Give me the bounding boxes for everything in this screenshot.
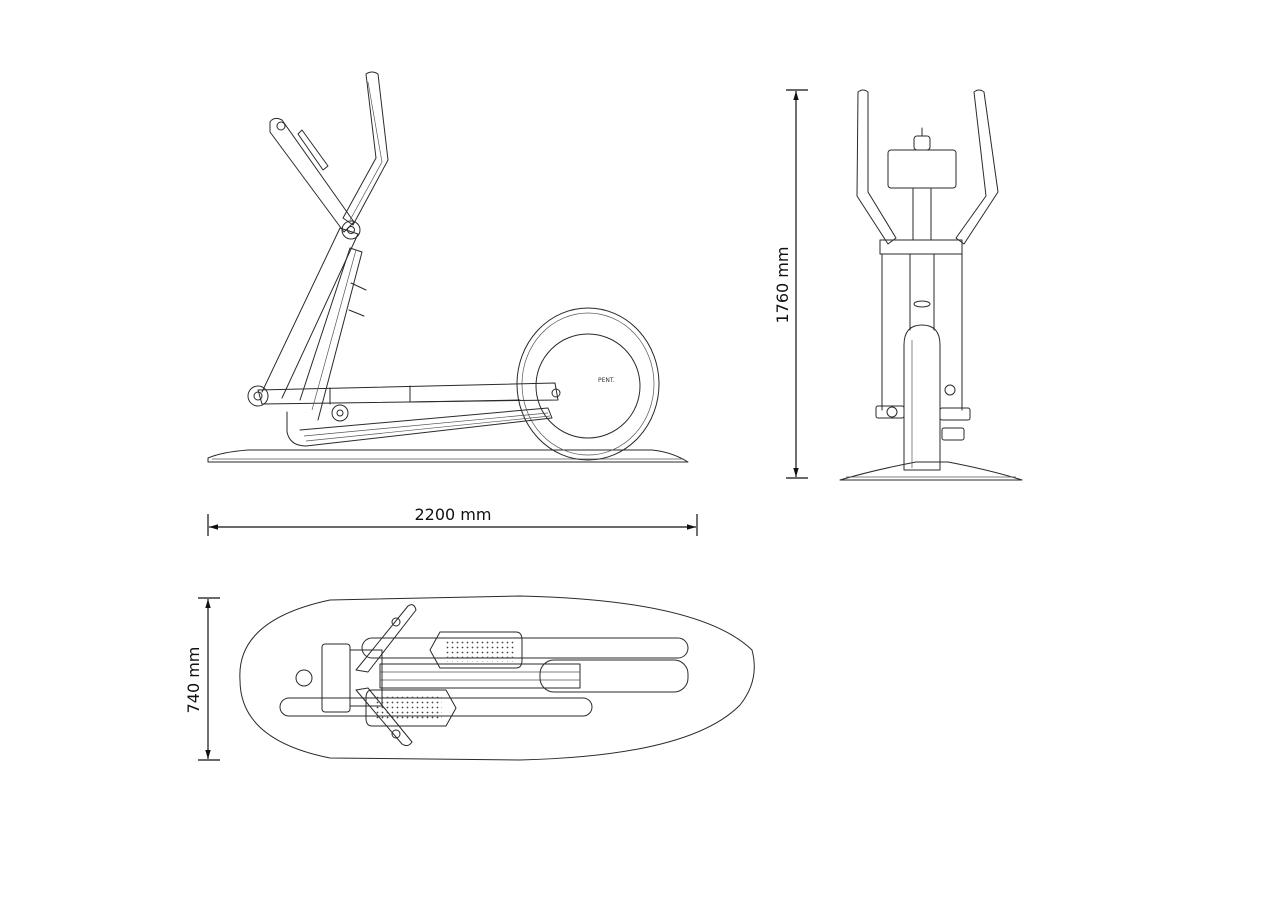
top-base-plate bbox=[239, 595, 755, 761]
width-label: 740 mm bbox=[184, 647, 203, 714]
front-flywheel bbox=[903, 324, 941, 471]
length-label: 2200 mm bbox=[415, 505, 492, 524]
front-base-plate bbox=[839, 461, 1023, 481]
side-view: PENT. bbox=[207, 71, 689, 463]
frame-rail bbox=[286, 407, 553, 447]
front-right-handlebar bbox=[955, 89, 999, 245]
foot-link bbox=[257, 382, 559, 405]
console-arm bbox=[269, 117, 355, 233]
height-label: 1760 mm bbox=[773, 247, 792, 324]
dimension-length: 2200 mm bbox=[207, 505, 698, 536]
top-handle-upper bbox=[355, 604, 417, 673]
side-handlebar bbox=[342, 71, 389, 226]
front-pedals bbox=[875, 384, 971, 441]
main-column bbox=[261, 227, 367, 421]
top-handle-lower bbox=[355, 687, 413, 747]
front-view bbox=[839, 89, 1023, 481]
brand-mark: PENT. bbox=[598, 377, 615, 384]
dimension-height: 1760 mm bbox=[773, 89, 808, 479]
top-pedal-lower bbox=[365, 689, 457, 727]
front-left-handlebar bbox=[856, 89, 897, 245]
front-console bbox=[887, 127, 957, 189]
side-base-plate bbox=[207, 449, 689, 463]
dimension-width: 740 mm bbox=[184, 597, 220, 761]
flywheel: PENT. bbox=[516, 307, 660, 461]
top-pivot bbox=[341, 220, 361, 240]
top-view bbox=[239, 595, 755, 761]
lower-pivot bbox=[331, 404, 349, 422]
top-pedal-upper bbox=[429, 631, 523, 669]
top-flywheel bbox=[539, 659, 689, 693]
rear-pivot bbox=[247, 385, 269, 407]
